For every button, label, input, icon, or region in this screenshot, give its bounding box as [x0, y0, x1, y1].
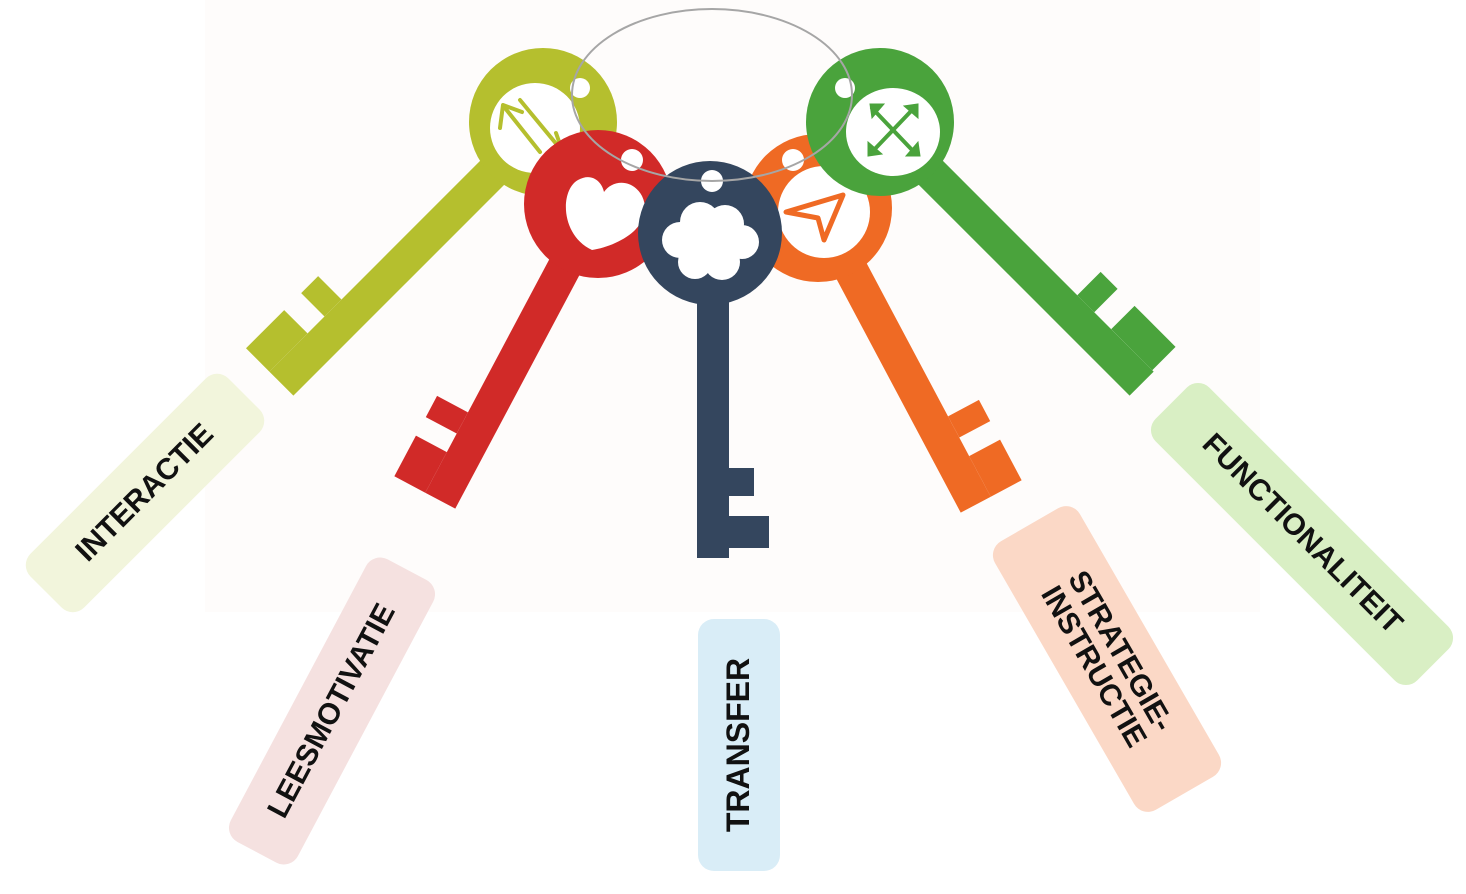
expand-arrows-icon	[867, 103, 921, 157]
key-ring	[571, 8, 853, 182]
key-leesmotivatie	[394, 130, 672, 509]
key-interactie	[246, 48, 617, 396]
cursor-arrow-icon	[783, 192, 846, 243]
cloud-icon	[662, 202, 759, 280]
key-functionaliteit	[806, 48, 1176, 396]
double-arrow-icon	[498, 98, 564, 160]
key-transfer	[638, 161, 782, 558]
label-transfer-text: TRANSFER	[720, 657, 757, 833]
heart-icon	[565, 177, 646, 250]
label-transfer: TRANSFER	[698, 619, 780, 871]
